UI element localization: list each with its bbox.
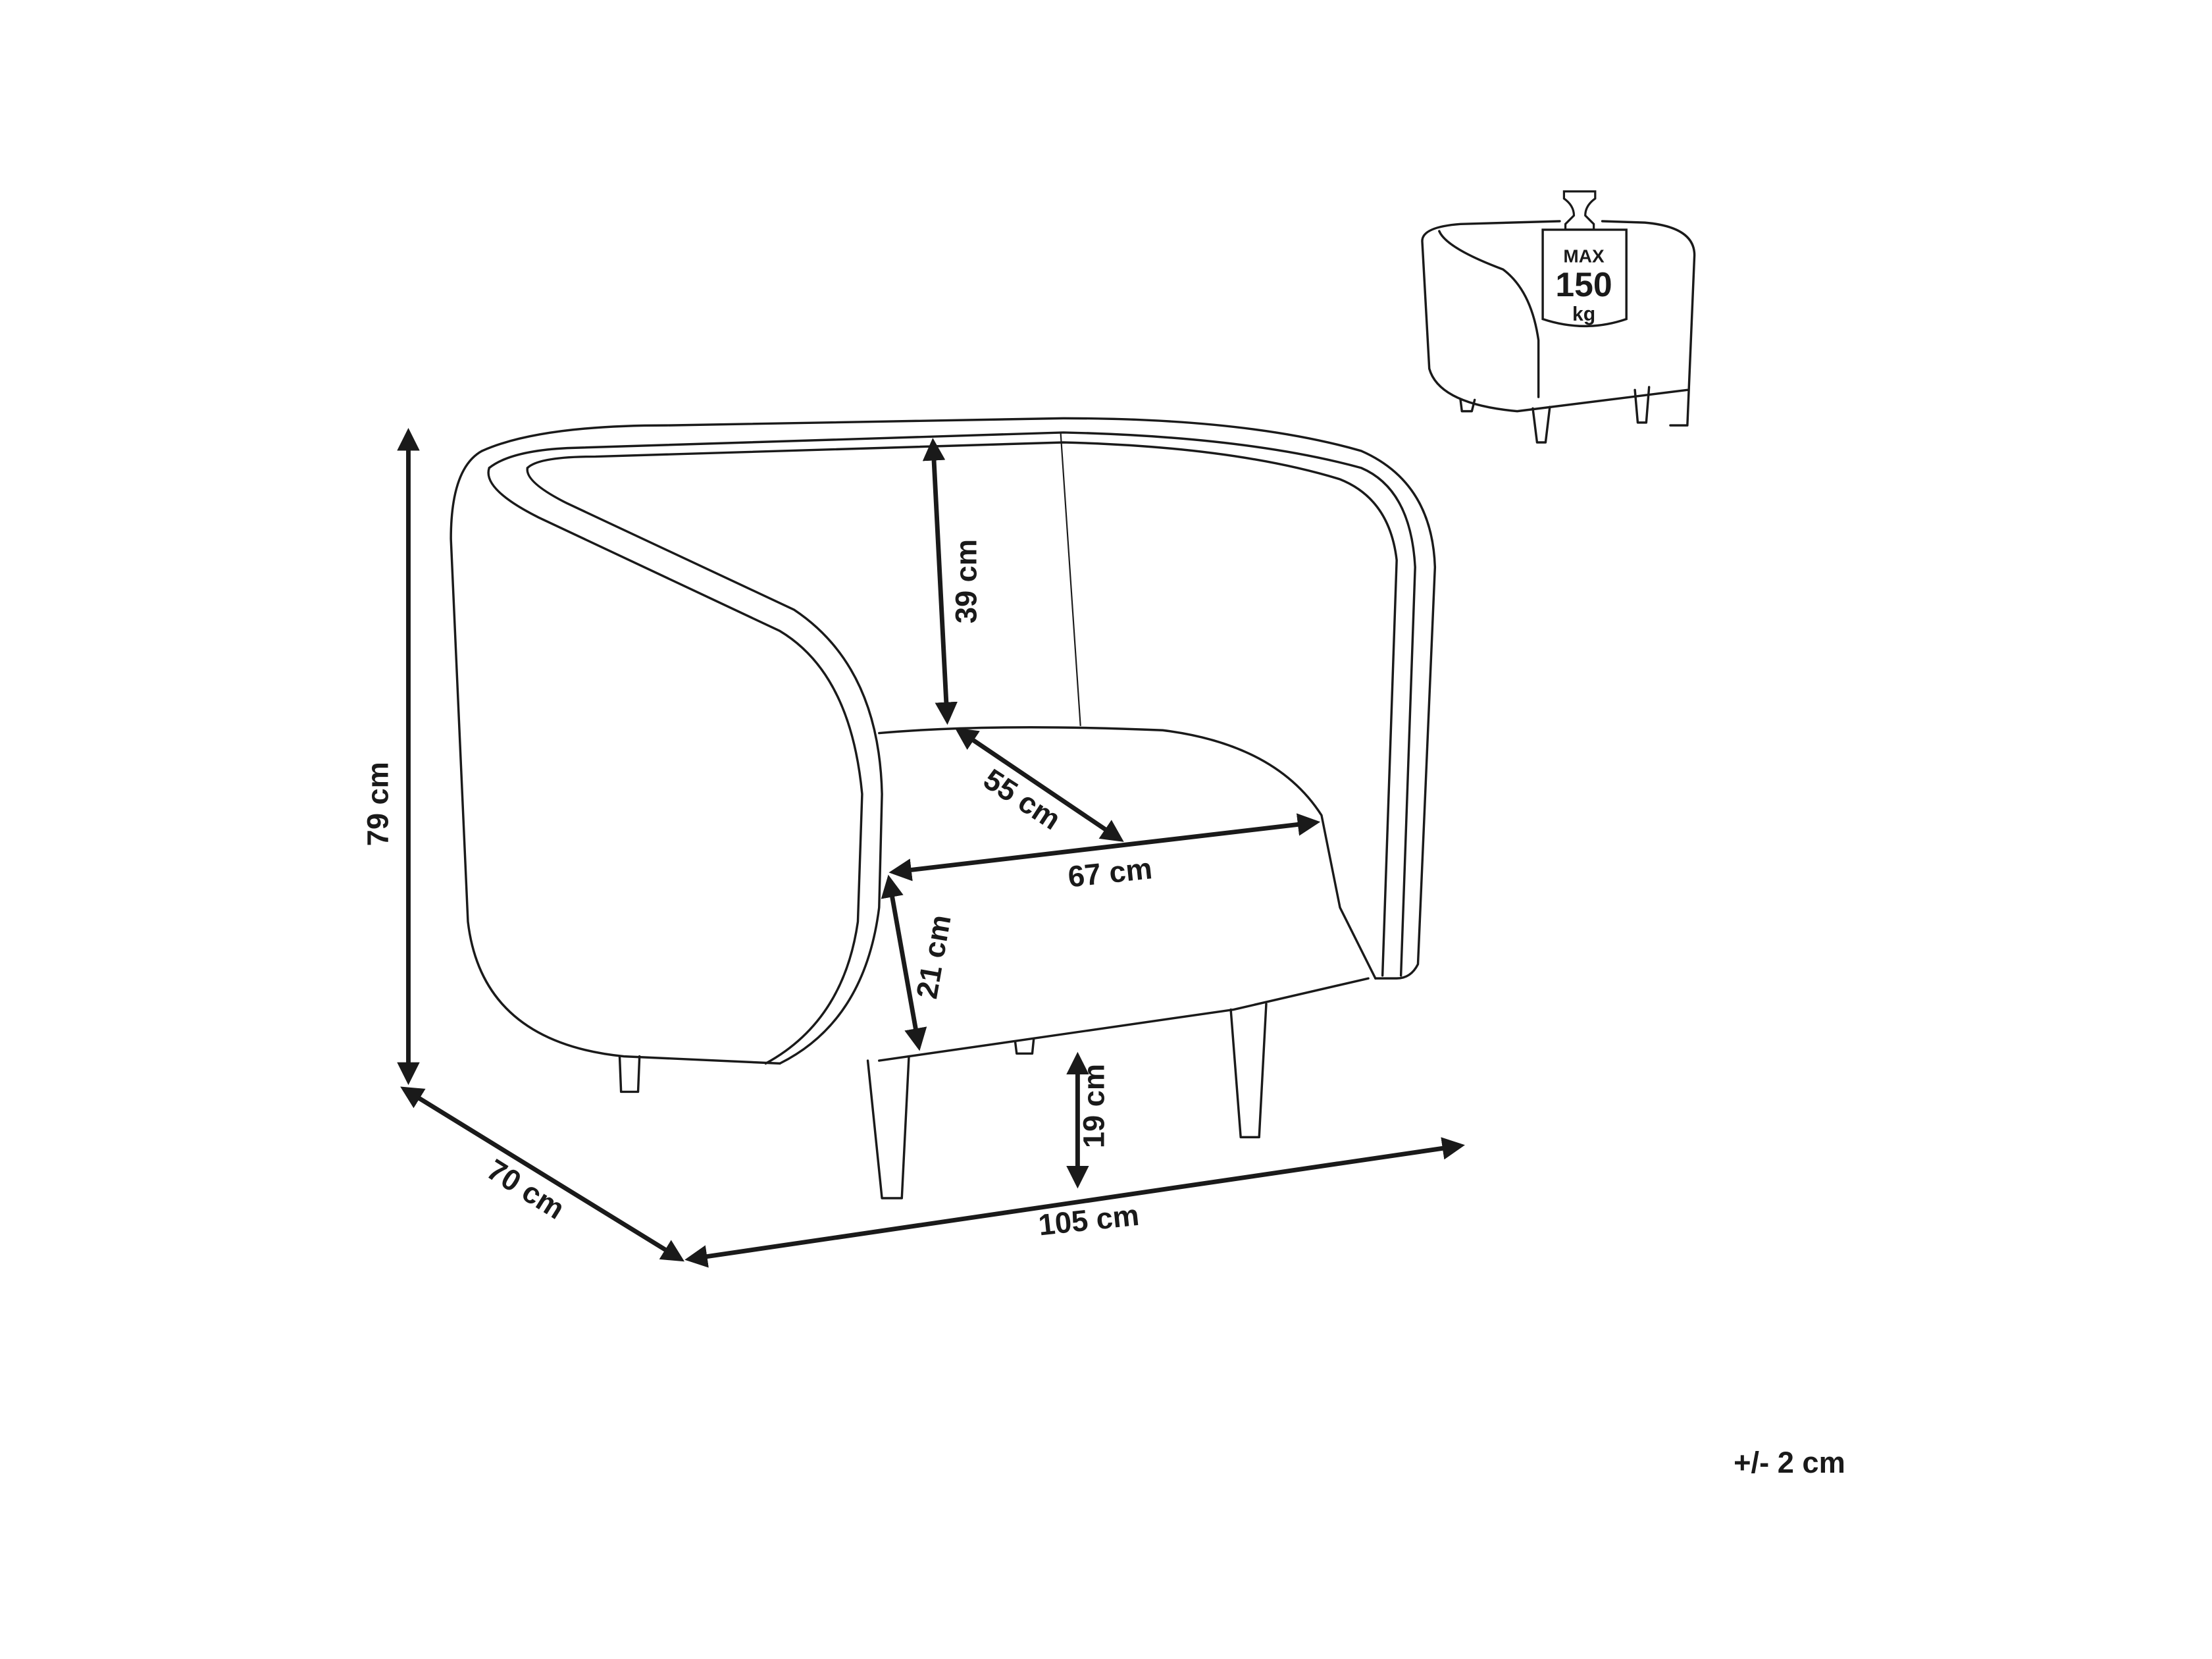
label-leg-height: 19 cm — [1077, 1064, 1110, 1148]
label-backrest-height: 39 cm — [949, 539, 983, 623]
max-load-unit: kg — [1572, 303, 1595, 325]
label-seat-width: 67 cm — [1066, 851, 1154, 893]
dimension-lines — [397, 428, 1465, 1268]
label-height-total: 79 cm — [361, 762, 394, 846]
max-load-label: MAX — [1563, 246, 1605, 266]
tolerance-note: +/- 2 cm — [1734, 1446, 1845, 1479]
max-load-value: 150 — [1555, 265, 1612, 303]
max-load-icon: MAX 150 kg — [1421, 190, 1696, 444]
label-armrest-height: 21 cm — [910, 912, 958, 1001]
armchair-drawing — [450, 417, 1437, 1199]
